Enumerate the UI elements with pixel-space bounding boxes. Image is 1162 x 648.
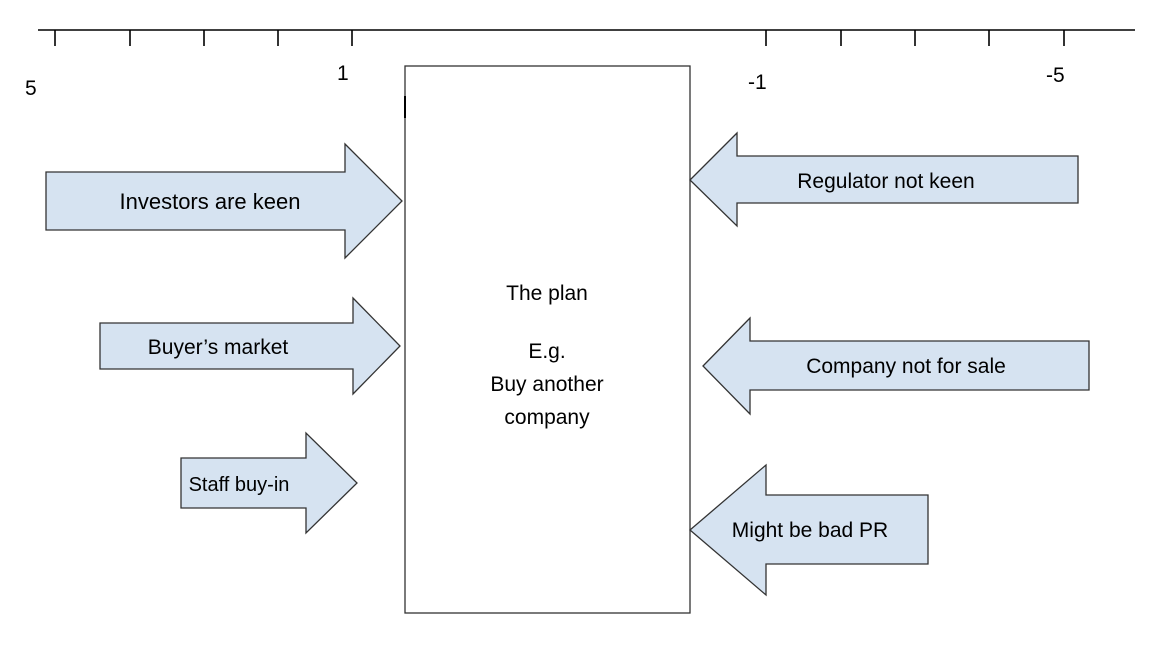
force-label: Staff buy-in <box>189 474 290 496</box>
force-for-staff: Staff buy-in <box>180 431 358 535</box>
plan-box: The plan E.g. Buy another company <box>404 65 691 614</box>
scale-label-5: 5 <box>25 77 37 100</box>
left-arrow-shape <box>702 316 1090 416</box>
force-against-regulator: Regulator not keen <box>689 131 1079 228</box>
plan-example-line-2: company <box>504 406 590 429</box>
force-label: Company not for sale <box>806 355 1006 378</box>
plan-example-line-1: Buy another <box>490 373 603 396</box>
plan-title: The plan <box>506 282 588 305</box>
forces-for: Investors are keen Buyer’s market Staff … <box>45 142 403 535</box>
scale-label-minus-1: -1 <box>748 71 767 94</box>
force-label: Buyer’s market <box>148 336 289 359</box>
force-label: Regulator not keen <box>797 170 974 193</box>
force-for-buyers-market: Buyer’s market <box>99 296 401 396</box>
force-for-investors: Investors are keen <box>45 142 403 260</box>
force-against-not-for-sale: Company not for sale <box>702 316 1090 416</box>
scale-axis: 5 1 -1 -5 <box>25 29 1135 100</box>
force-against-bad-pr: Might be bad PR <box>688 463 929 597</box>
right-arrow-shape <box>99 296 401 396</box>
right-arrow-shape <box>180 431 358 535</box>
right-arrow-shape <box>45 142 403 260</box>
scale-label-minus-5: -5 <box>1046 64 1065 87</box>
plan-example-prefix: E.g. <box>528 340 565 363</box>
left-arrow-shape <box>689 131 1079 228</box>
plan-rectangle <box>404 65 691 614</box>
left-arrow-shape <box>688 463 929 597</box>
force-label: Might be bad PR <box>732 519 888 542</box>
forces-against: Regulator not keen Company not for sale … <box>688 131 1090 597</box>
scale-label-1: 1 <box>337 62 349 85</box>
force-label: Investors are keen <box>120 189 301 214</box>
